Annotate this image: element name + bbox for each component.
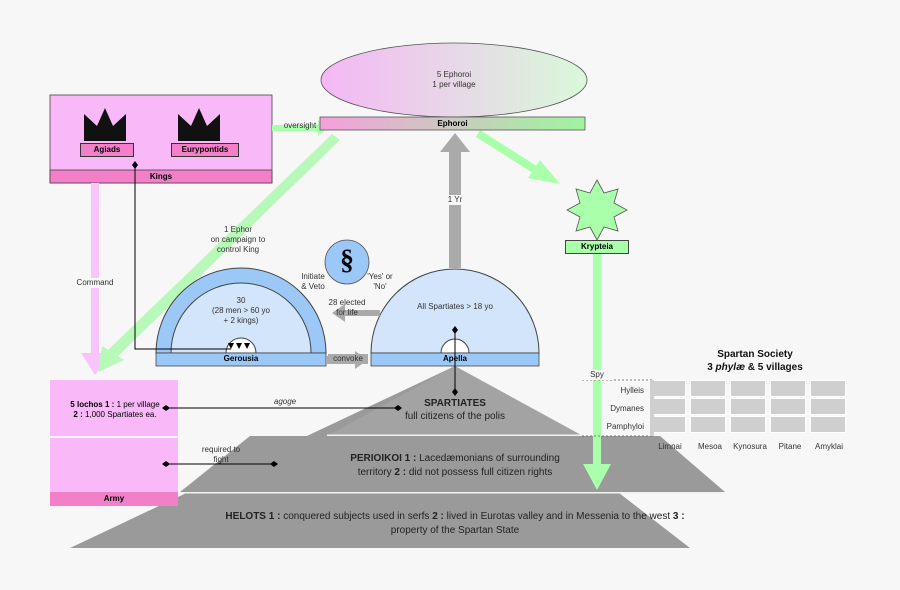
society-subtitle-em: phylæ [715,362,745,373]
one-year-label: 1 Yr [438,195,472,205]
required-line2: fight [213,455,229,464]
gerousia-label: Gerousia [223,354,259,363]
village-kynosura: Kynosura [733,442,767,451]
ephoroi-label: Ephoroi [437,119,468,128]
perioikoi-line2: territory 2 : did not possess full citiz… [300,466,610,479]
spartiates-title: SPARTIATES [424,398,486,409]
helots-t1: conquered subjects used in serfs [283,511,430,522]
perioikoi-n2: 2 : [394,467,407,478]
gerousia-line3: + 2 kings) [223,316,259,325]
ephor-campaign-line3: control King [216,245,260,254]
elected-line1: 28 elected [328,298,366,307]
elected-line2: for life [336,308,358,317]
helots-title: HELOTS [225,511,266,522]
apella-label: Apella [442,354,467,363]
apella-dome [370,268,540,354]
army-rest1: 1 per village [116,400,160,409]
society-subtitle-pre: 3 [707,362,716,373]
spartiates-sub: full citizens of the polis [404,411,506,422]
krypteia-label: Krypteia [565,240,629,254]
phyle-dymanes: Dymanes [610,404,644,413]
convoke-label: convoke [328,354,368,364]
law-circle [324,239,370,285]
society-title: Spartan Society [717,349,793,360]
crown-agiads-icon [84,108,126,141]
ephoroi-oval-line2: 1 per village [432,80,476,89]
oversight-label: oversight [283,121,317,130]
kings-label: Kings [149,172,173,181]
pyramid-top-band [327,366,583,436]
yes-no-line1: 'Yes' or [367,272,393,281]
agoge-label: agoge [273,397,297,406]
perioikoi-line1: PERIOIKOI 1 : Lacedæmonians of surroundi… [300,452,610,465]
yes-no-line2: 'No' [373,282,387,291]
perioikoi-n1: 1 : [404,453,417,464]
helots-n2: 2 : [432,511,444,522]
gerousia-line2: (28 men > 60 yo [211,306,271,315]
ephor-campaign-line1: 1 Ephor [223,225,253,234]
army-line2: 2 : 1,000 Spartiates ea. [52,410,178,420]
apella-text: All Spartiates > 18 yo [417,302,493,311]
ephoroi-oval-line1: 5 Ephoroi [436,70,472,79]
village-amyklai: Amyklai [814,442,843,451]
law-section-icon: § [340,245,354,276]
society-subtitle-post: & 5 villages [744,362,803,373]
village-pitane: Pitane [778,442,802,451]
army-num2: 2 : [73,410,83,419]
initiate-line1: Initiate [301,272,325,281]
ephoroi-bar [319,116,586,131]
army-lochos: 5 lochos [70,400,103,409]
helots-t3: property of the Spartan State [390,525,520,536]
command-label: Command [70,278,120,288]
krypteia-star [566,179,628,241]
ephor-campaign-line2: on campaign to [210,235,266,244]
crown-eurypontids-label: Eurypontids [171,143,239,157]
army-line1: 5 lochos 1 : 1 per village [52,400,178,410]
required-line1: required to [201,445,241,454]
society-subtitle: 3 phylæ & 5 villages [680,362,830,373]
perioikoi-t1: Lacedæmonians of surrounding [419,453,560,464]
grid-edge [650,380,654,436]
crown-eurypontids-icon [178,108,220,141]
army-rest2: 1,000 Spartiates ea. [84,410,157,419]
phyle-pamphyloi: Pamphyloi [606,422,644,431]
helots-line1: HELOTS 1 : conquered subjects used in se… [180,510,730,523]
helots-n3: 3 : [672,511,685,522]
village-mesoa: Mesoa [697,442,722,451]
perioikoi-title: PERIOIKOI [350,453,402,464]
initiate-line2: & Veto [301,282,325,291]
perioikoi-t2a: territory [357,467,392,478]
perioikoi-t2b: did not possess full citizen rights [408,467,553,478]
gerousia-line1: 30 [236,296,246,305]
village-limnai: Limnai [658,442,682,451]
army-num1: 1 : [104,400,115,409]
spy-label: Spy [582,370,612,380]
army-label: Army [103,494,125,503]
helots-n1: 1 : [268,511,281,522]
phyle-hylleis: Hylleis [620,386,644,395]
crown-agiads-label: Agiads [80,143,134,157]
helots-t2: lived in Eurotas valley and in Messenia … [446,511,671,522]
